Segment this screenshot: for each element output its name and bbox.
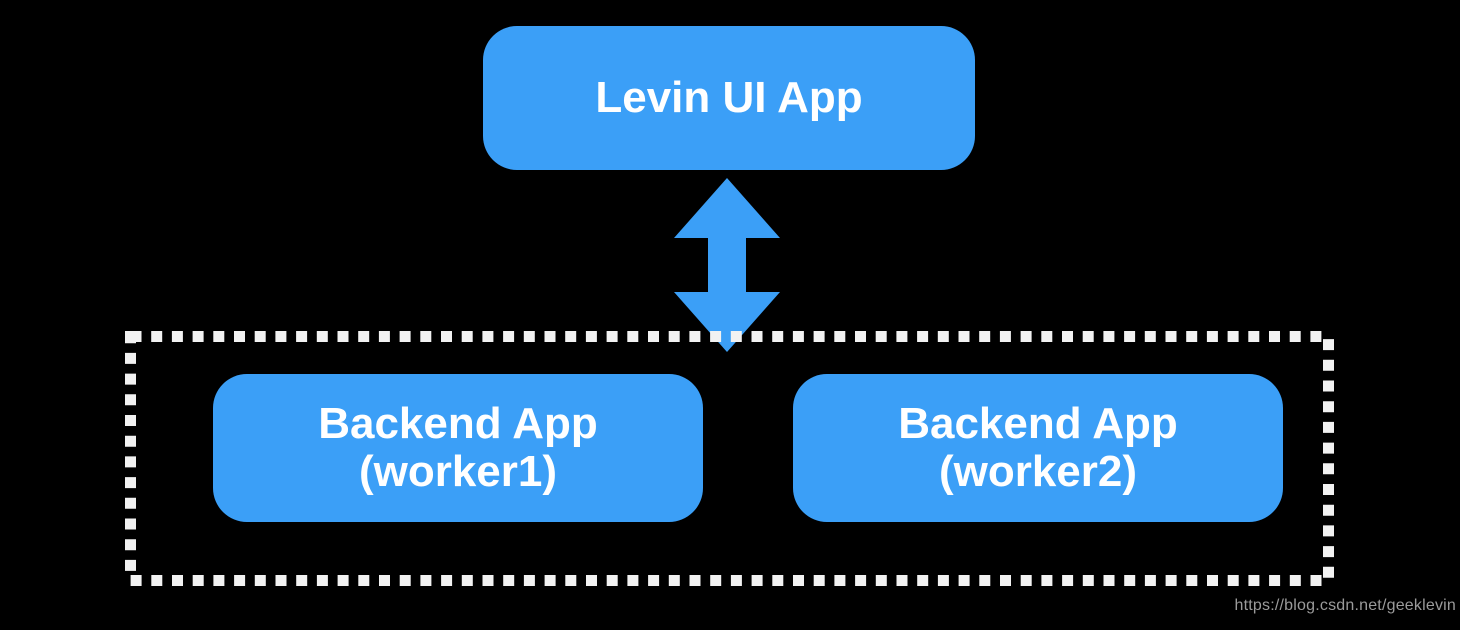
double-arrow-shape <box>674 178 780 352</box>
watermark-url: https://blog.csdn.net/geeklevin <box>1234 597 1456 614</box>
node-levin-ui-app-label: Levin UI App <box>595 73 863 122</box>
node-backend-worker2-label-line2: (worker2) <box>938 447 1138 496</box>
double-arrow-icon <box>674 178 780 352</box>
node-backend-worker2: Backend App (worker2) <box>793 374 1283 522</box>
node-backend-worker1: Backend App (worker1) <box>213 374 703 522</box>
backend-group-border-rect <box>125 331 1334 586</box>
backend-group-border <box>125 331 1334 586</box>
node-levin-ui-app: Levin UI App <box>483 26 975 170</box>
node-backend-worker1-label-line1: Backend App <box>318 399 598 448</box>
node-backend-worker1-label-line2: (worker1) <box>358 447 558 496</box>
node-backend-worker2-label-line1: Backend App <box>898 399 1178 448</box>
